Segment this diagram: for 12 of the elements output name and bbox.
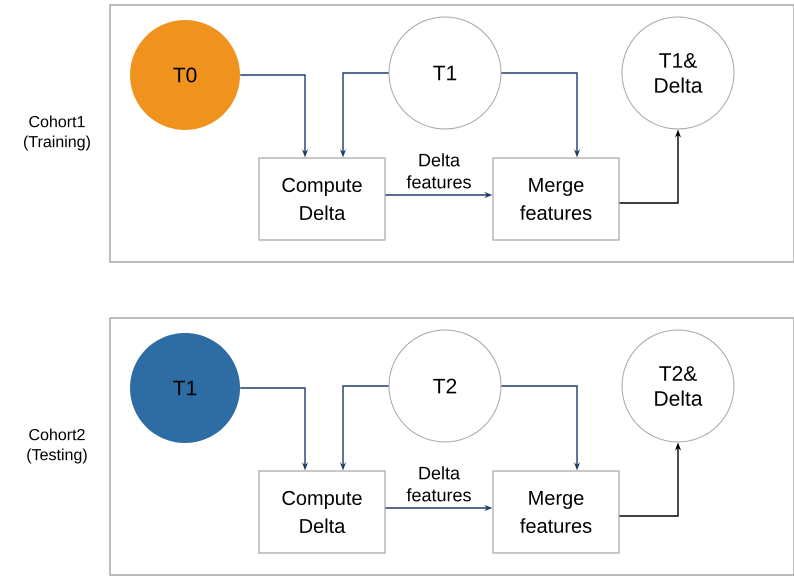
circle-node: T2& Delta [622,330,734,442]
process-box: Compute Delta [258,157,386,241]
process-box: Merge features [492,470,620,554]
process-box: Merge features [492,157,620,241]
cohort-label: Cohort2 (Testing) [27,428,87,464]
cohort-label: Cohort1 (Training) [24,116,90,150]
circle-node: T1& Delta [622,16,734,130]
circle-node: T2 [388,330,502,442]
edge-label: Delta features [406,466,471,502]
circle-node: T1 [388,16,502,130]
process-box: Compute Delta [258,470,386,554]
edge-label: Delta features [406,153,471,188]
